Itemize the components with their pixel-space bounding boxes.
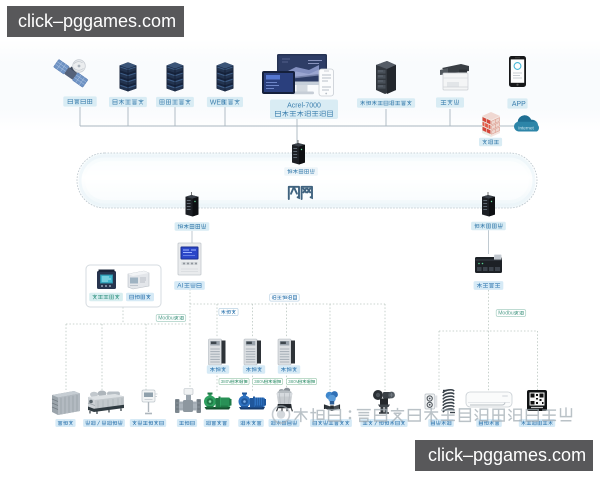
svg-text:Modbus: Modbus: [158, 316, 177, 322]
svg-text:APP: APP: [512, 101, 526, 108]
svg-text:Acrel-7000: Acrel-7000: [287, 103, 321, 110]
svg-text:WEB: WEB: [210, 99, 226, 106]
svg-text:380V: 380V: [288, 379, 300, 384]
svg-text:380V: 380V: [254, 379, 266, 384]
svg-text:Internet: Internet: [518, 125, 534, 130]
svg-text:AI: AI: [177, 283, 183, 290]
svg-text:Modbus: Modbus: [498, 311, 517, 317]
svg-text:380V: 380V: [221, 379, 233, 384]
